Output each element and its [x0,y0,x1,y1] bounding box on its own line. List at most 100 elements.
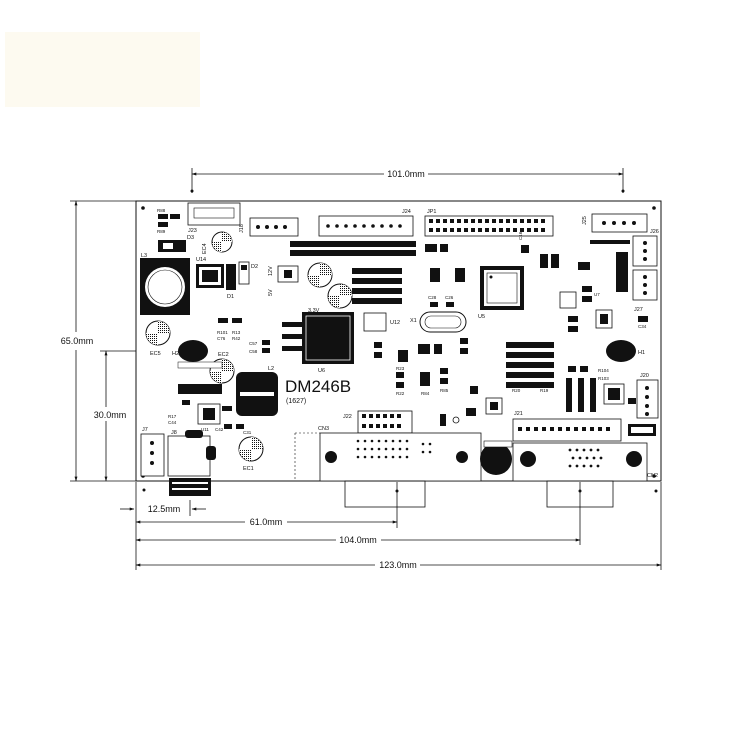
svg-text:EC5: EC5 [150,351,161,357]
svg-text:C57: C57 [249,341,258,346]
capacitor-ec6 [327,283,353,309]
board-title: DM246B (1627) [285,377,351,405]
svg-text:J7: J7 [142,427,148,433]
dimension-left-65: 65.0mm [61,200,136,482]
svg-text:C26: C26 [445,295,454,300]
svg-text:J22: J22 [343,414,352,420]
svg-text:EC4: EC4 [202,243,208,254]
pad-h1: H1 [606,340,645,362]
svg-text:3.3V: 3.3V [308,308,320,314]
svg-text:C28: C28 [428,295,437,300]
svg-text:CN3: CN3 [318,426,329,432]
svg-text:H2: H2 [172,351,179,357]
diode-d2: D2 [238,261,258,285]
connector-j23: J23 [187,202,241,234]
diode-d3: D3 [158,235,194,252]
svg-text:J18: J18 [239,224,245,233]
dimension-bottom: 12.5mm 61.0mm 104.0mm 123.0mm [120,482,662,570]
svg-text:R19: R19 [540,388,549,393]
regulator-u14: U14 [196,257,224,288]
svg-text:R42: R42 [232,336,241,341]
svg-text:U12: U12 [390,320,400,326]
dim-top-label: 101.0mm [387,169,425,179]
connector-jp1: JP1 [424,209,554,237]
svg-text:JP1: JP1 [427,209,436,215]
component-u12: U12 [363,312,400,332]
svg-text:D3: D3 [187,235,194,241]
capacitor-ec3 [307,262,333,288]
svg-text:C76: C76 [217,336,226,341]
resistor-array-right: U7 C34 [506,240,648,388]
svg-text:H1: H1 [638,350,645,356]
crystal-x1: X1 [410,311,467,333]
small-resistors-r88-r89: R88 R89 [157,208,180,234]
svg-text:J23: J23 [188,228,197,234]
connector-j21: J21 [512,411,622,442]
capacitor-ec4: EC4 [202,231,233,254]
svg-text:C44: C44 [168,420,177,425]
connector-j18: J18 [239,217,299,237]
svg-text:5V: 5V [268,289,274,296]
svg-text:J25: J25 [582,216,588,225]
dim-12-5-label: 12.5mm [148,504,181,514]
svg-text:R84: R84 [421,391,430,396]
parts-lower-middle: R23 R22 R84 R85 R20 R19 [374,338,549,426]
svg-text:U6: U6 [318,368,325,374]
svg-text:D1: D1 [227,294,234,300]
svg-text:U14: U14 [196,257,206,263]
svg-text:J26: J26 [650,229,659,235]
svg-text:R13: R13 [232,330,241,335]
dim-left-30-label: 30.0mm [94,410,127,420]
svg-text:J20: J20 [640,373,649,379]
svg-text:C58: C58 [249,349,258,354]
dimension-top: 101.0mm [191,168,624,193]
svg-text:J27: J27 [634,307,643,313]
svg-text:R22: R22 [396,391,405,396]
dim-left-65-label: 65.0mm [61,336,94,346]
inductor-l3: L3 [140,253,190,315]
svg-text:R85: R85 [440,388,449,393]
svg-text:R23: R23 [396,366,405,371]
svg-text:C34: C34 [638,324,647,329]
svg-text:U7: U7 [594,292,600,297]
dimension-left-30: 30.0mm [94,350,136,482]
svg-text:DM246B: DM246B [285,377,351,396]
svg-text:U5: U5 [478,314,485,320]
svg-text:R89: R89 [157,229,166,234]
connector-j22: J22 [343,410,413,434]
capacitor-ec5: EC5 [145,320,171,357]
svg-text:L2: L2 [268,366,274,372]
svg-text:D2: D2 [251,264,258,270]
audio-jack [480,440,513,475]
parts-lower-right: R104 R103 [566,366,656,436]
svg-text:R104: R104 [598,368,609,373]
inductor-l2: L2 [236,366,278,416]
svg-text:R88: R88 [157,208,166,213]
connector-cn3-dvi: CN3 [294,426,482,508]
connector-j20: J20 [636,373,659,419]
svg-text:R103: R103 [598,376,609,381]
capacitors-c28-c26: C28 C26 [428,295,454,307]
svg-text:J8: J8 [171,430,177,436]
regulator-u6: U6 [282,312,354,374]
diode-d1: D1 [226,264,236,300]
dim-104-label: 104.0mm [339,535,377,545]
svg-text:J24: J24 [402,209,411,215]
svg-text:U11: U11 [201,427,209,432]
capacitors-c57-c58: C57 C58 [249,340,270,354]
ic-u5: U5 [478,266,524,320]
pad-h2: H2 [172,340,208,362]
capacitor-ec1: EC1 [238,436,264,472]
svg-text:R20: R20 [512,388,521,393]
svg-text:CN2: CN2 [647,473,658,479]
svg-text:EC2: EC2 [218,352,229,358]
svg-text:12V: 12V [268,266,274,276]
svg-text:(1627): (1627) [286,398,306,405]
resistor-array-top [290,241,465,304]
svg-text:R101: R101 [217,330,228,335]
connector-j24: J24 [318,209,414,237]
resistor-group-r101: R101 R13 C76 R42 [217,318,242,341]
svg-text:X1: X1 [410,318,417,324]
